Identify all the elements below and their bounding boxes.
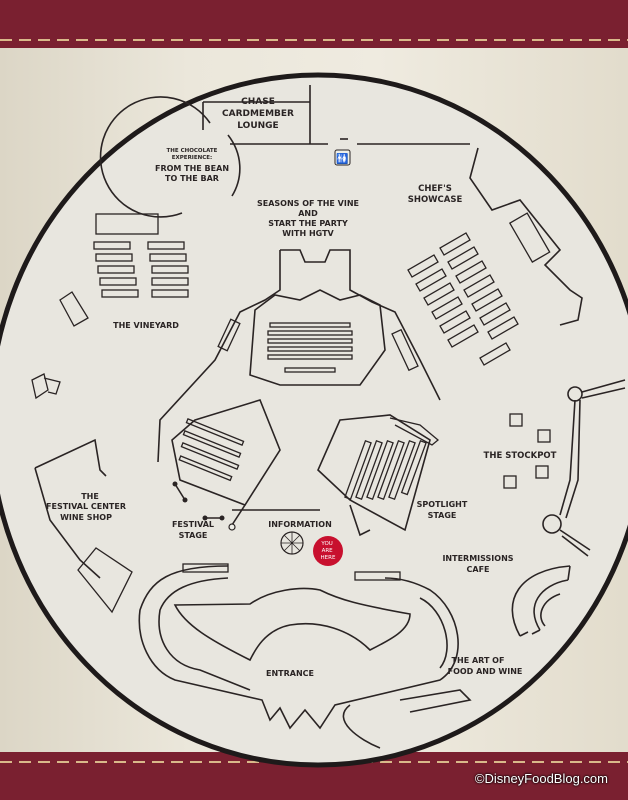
seasons-seating [267, 322, 353, 373]
map-circle [0, 72, 628, 768]
watermark-credit: ©DisneyFoodBlog.com [474, 771, 608, 786]
entrance-plaza [138, 563, 472, 749]
vineyard-seating [31, 213, 189, 400]
stockpot-area [503, 379, 626, 557]
information-label: INFORMATION [268, 520, 332, 529]
marker-text: YOU [320, 541, 332, 547]
wine-shop-area [34, 438, 133, 614]
marker-text: ARE [322, 548, 334, 554]
restroom-icon: 🚻 [334, 149, 351, 166]
vineyard-label: THE VINEYARD [113, 321, 179, 330]
svg-text:🚻: 🚻 [336, 152, 348, 165]
intermissions-cafe-area [511, 565, 571, 637]
seasons-pavilion [157, 249, 441, 463]
you-are-here-marker: YOU ARE HERE [313, 536, 343, 566]
stockpot-label: THE STOCKPOT [484, 451, 557, 461]
information-kiosk-icon [280, 531, 304, 555]
svg-text:YOU ARE HERE: YOU ARE HERE [320, 541, 336, 561]
entrance-label: ENTRANCE [266, 669, 314, 678]
festival-stage-area [171, 399, 320, 531]
chase-lounge-area [202, 85, 470, 145]
spotlight-stage-area [317, 414, 440, 537]
chefs-seating [407, 232, 519, 366]
marker-text: HERE [321, 555, 336, 561]
chefs-showcase-area [407, 147, 583, 366]
